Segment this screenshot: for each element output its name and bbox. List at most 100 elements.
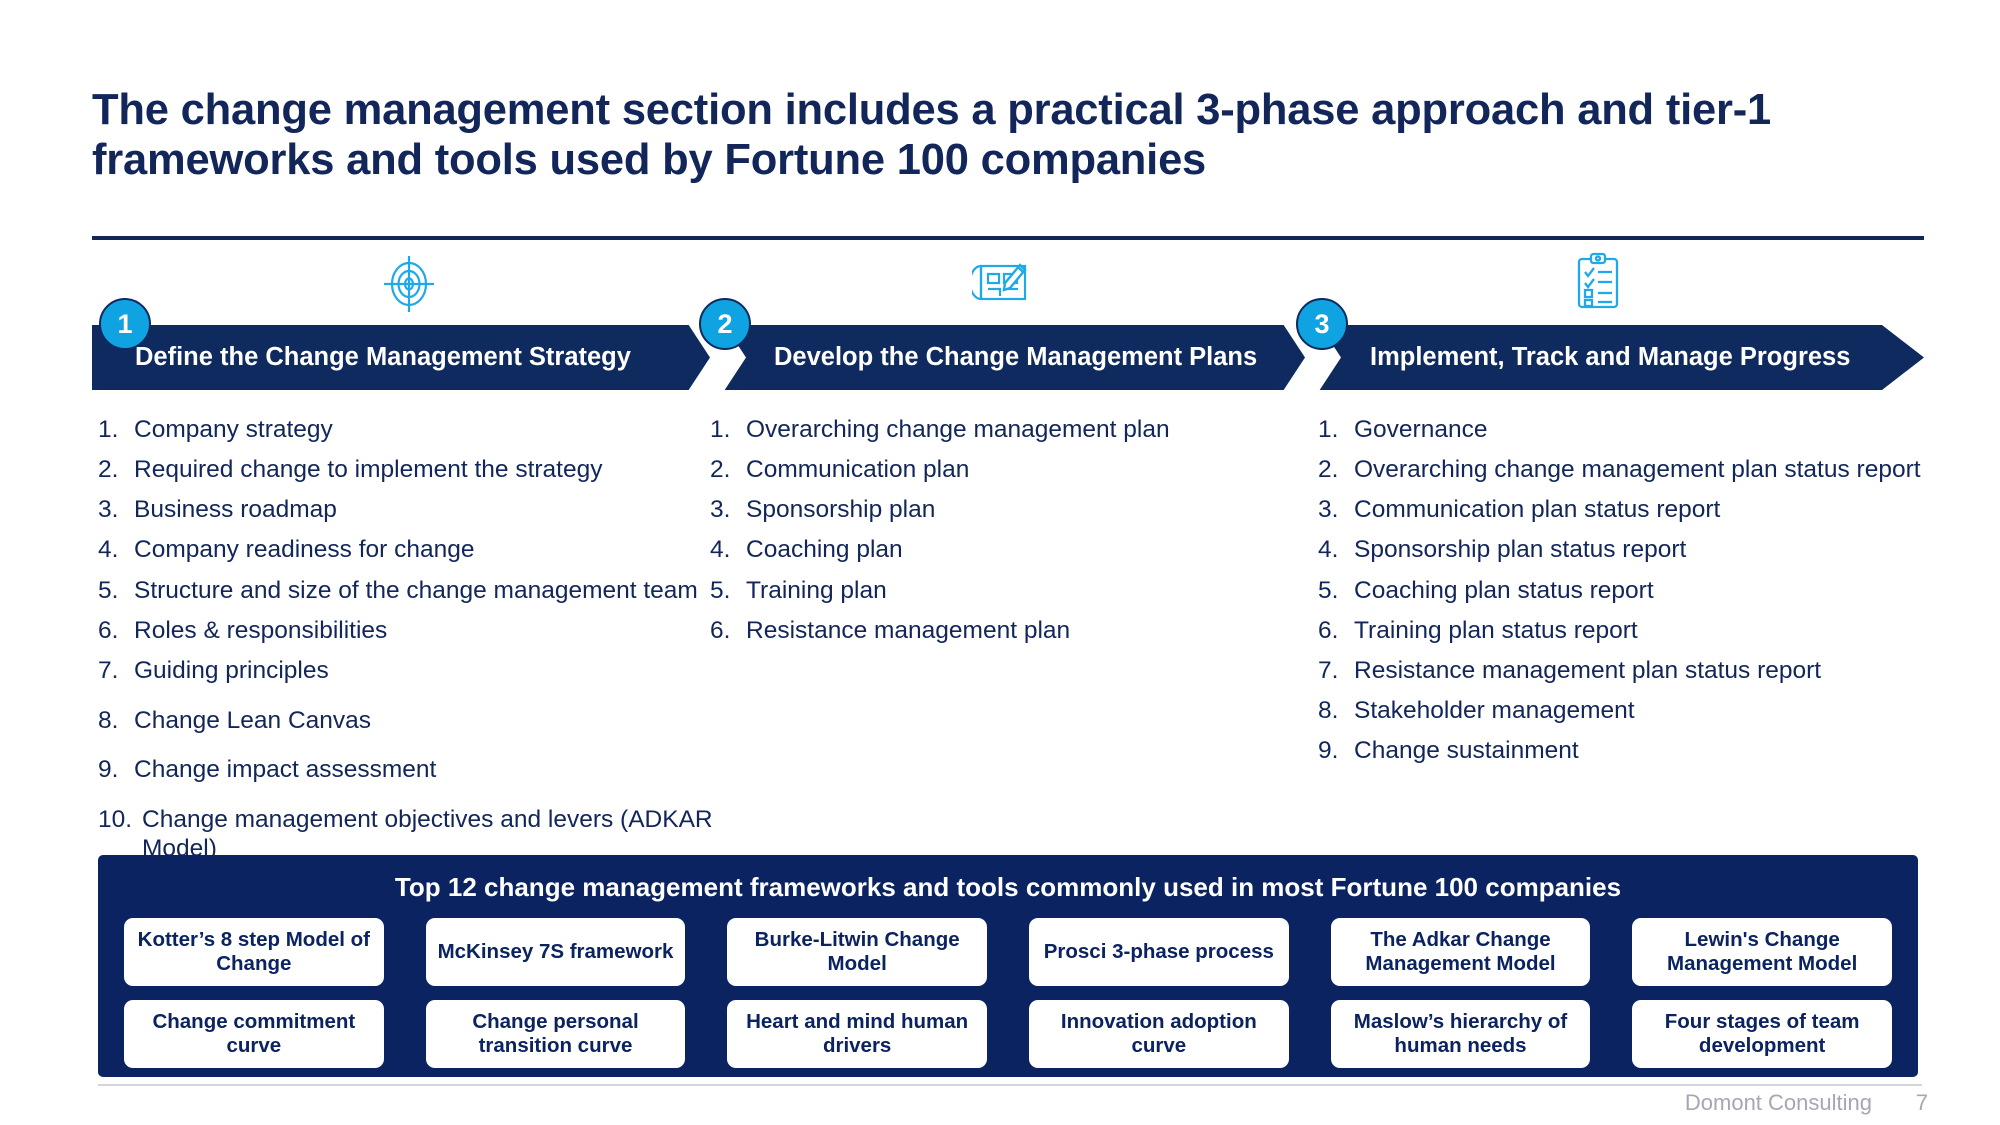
list-item: 1. Governance [1318, 416, 1958, 445]
page-number: 7 [1915, 1090, 1928, 1115]
page-title: The change management section includes a… [92, 86, 1771, 184]
list-item-number: 9. [1318, 737, 1339, 765]
list-item-number: 3. [98, 496, 119, 524]
list-item: 6. Resistance management plan [710, 617, 1310, 646]
list-item: 4. Company readiness for change [98, 536, 718, 565]
frameworks-panel-title: Top 12 change management frameworks and … [394, 872, 1622, 902]
list-item-label: Company readiness for change [134, 536, 475, 564]
list-item-number: 2. [710, 456, 731, 484]
list-item: 8. Change Lean Canvas [98, 707, 718, 736]
list-item: 7. Resistance management plan status repo… [1318, 657, 1958, 686]
list-item-label: Resistance management plan [746, 616, 1071, 644]
list-item-label: Required change to implement the strateg… [134, 456, 603, 484]
list-item-label: Governance [1354, 416, 1488, 443]
framework-card[interactable]: Change personal transition curve [425, 1000, 686, 1068]
list-item-label: Training plan [746, 576, 887, 604]
phase-banner-2[interactable]: Develop the Change Management Plans [702, 325, 1297, 390]
list-item-label: Coaching plan [746, 536, 903, 564]
list-item: 1. Overarching change management plan [710, 416, 1310, 445]
list-item-number: 6. [1318, 616, 1339, 644]
list-item-number: 5. [710, 576, 731, 604]
framework-card[interactable]: Burke-Litwin Change Model [727, 918, 987, 986]
list-item-number: 2. [1318, 456, 1339, 484]
framework-card[interactable]: Maslow’s hierarchy of human needs [1330, 1000, 1591, 1068]
list-item-number: 7. [98, 656, 119, 684]
phase-banner-bar: Define the Change Management Strategy De… [92, 324, 1924, 391]
list-item: 3.Business roadmap [98, 496, 718, 525]
list-item-number: 2. [98, 456, 119, 484]
list-item-label: Communication plan status report [1354, 496, 1721, 524]
frameworks-panel: Top 12 change management frameworks and … [98, 855, 1918, 1077]
list-item: 3. Sponsorship plan [710, 496, 1310, 525]
list-item-number: 6. [710, 616, 731, 644]
list-item: 7. Guiding principles [98, 657, 718, 686]
list-item-number: 1. [98, 416, 119, 443]
list-item: 10. Change management objectives and leve… [98, 806, 718, 863]
list-item-label: Sponsorship plan status report [1354, 536, 1687, 564]
list-item: 9.Change sustainment [1318, 737, 1958, 766]
frameworks-grid: Kotter’s 8 step Model of Change McKinsey… [124, 918, 1892, 1068]
list-item-number: 1. [1318, 416, 1339, 443]
list-item-label: Communication plan [746, 456, 970, 484]
phase-2-list: 1. Overarching change management plan 2. C… [710, 416, 1310, 657]
framework-card[interactable]: Innovation adoption curve [1028, 1000, 1289, 1068]
phase-banner-2-title: Develop the Change Management Plans [774, 343, 1258, 371]
list-item-label: Coaching plan status report [1354, 576, 1654, 604]
list-item-number: 4. [98, 536, 119, 564]
framework-card[interactable]: Four stages of team development [1632, 1000, 1892, 1068]
list-item-label: Company strategy [134, 416, 333, 443]
framework-card[interactable]: Prosci 3-phase process [1028, 918, 1289, 986]
list-item: 4. Sponsorship plan status report [1318, 536, 1958, 565]
footer-divider [98, 1084, 1922, 1086]
framework-card[interactable]: The Adkar Change Management Model [1330, 918, 1591, 986]
list-item-number: 1. [710, 416, 731, 443]
list-item-label: Overarching change management plan statu… [1354, 456, 1921, 484]
framework-card[interactable]: Change commitment curve [124, 1000, 384, 1068]
list-item-label: Change Lean Canvas [134, 706, 372, 734]
list-item-label: Guiding principles [134, 656, 329, 684]
framework-card[interactable]: Lewin's Change Management Model [1632, 918, 1892, 986]
phase-banner-1-title: Define the Change Management Strategy [135, 343, 631, 371]
list-item-number: 6. [98, 616, 119, 644]
list-item-number: 10. [98, 805, 133, 833]
phase-number-badge-2: 2 [699, 298, 751, 350]
list-item: 3. Communication plan status report [1318, 496, 1958, 525]
list-item: 6. Training plan status report [1318, 617, 1958, 646]
list-item: 1. Company strategy [98, 416, 718, 445]
list-item: 2. Required change to implement the strat… [98, 456, 718, 485]
list-item-label: Resistance management plan status report [1354, 656, 1822, 684]
phase-3-list: 1. Governance 2. Overarching change manage… [1318, 416, 1958, 777]
framework-card[interactable]: McKinsey 7S framework [425, 918, 686, 986]
list-item-number: 9. [98, 756, 119, 784]
blueprint-pencil-icon [968, 253, 1034, 316]
framework-card[interactable]: Heart and mind human drivers [727, 1000, 987, 1068]
list-item: 6. Roles & responsibilities [98, 617, 718, 646]
list-item-label: Overarching change management plan [746, 416, 1170, 443]
list-item-number: 4. [1318, 536, 1339, 564]
title-divider [92, 236, 1924, 240]
list-item-number: 3. [710, 496, 731, 524]
list-item: 4. Coaching plan [710, 536, 1310, 565]
list-item: 2. Overarching change management plan sta… [1318, 456, 1958, 485]
list-item: 5.Structure and size of the change manag… [98, 577, 718, 606]
framework-card[interactable]: Kotter’s 8 step Model of Change [124, 918, 384, 986]
phase-banner-3[interactable]: Implement, Track and Manage Progress [1297, 325, 1924, 390]
phase-banner-1[interactable]: Define the Change Management Strategy [92, 325, 702, 390]
list-item: 5. Training plan [710, 577, 1310, 606]
list-item-number: 3. [1318, 496, 1339, 524]
list-item-label: Change impact assessment [134, 756, 437, 784]
list-item-label: Change management objectives and levers … [142, 805, 713, 862]
list-item-label: Training plan status report [1354, 616, 1638, 644]
list-item-label: Roles & responsibilities [134, 616, 388, 644]
footer-brand: Domont Consulting [1684, 1090, 1872, 1115]
clipboard-checklist-icon [1570, 252, 1626, 317]
list-item-number: 4. [710, 536, 731, 564]
list-item-number: 7. [1318, 656, 1339, 684]
list-item-number: 8. [98, 706, 119, 734]
list-item-number: 5. [1318, 576, 1339, 604]
phase-banner-3-title: Implement, Track and Manage Progress [1370, 343, 1851, 371]
list-item-label: Sponsorship plan [746, 496, 936, 524]
phase-1-list: 1. Company strategy 2. Required change to … [98, 416, 718, 875]
phase-number-badge-3: 3 [1296, 298, 1348, 350]
